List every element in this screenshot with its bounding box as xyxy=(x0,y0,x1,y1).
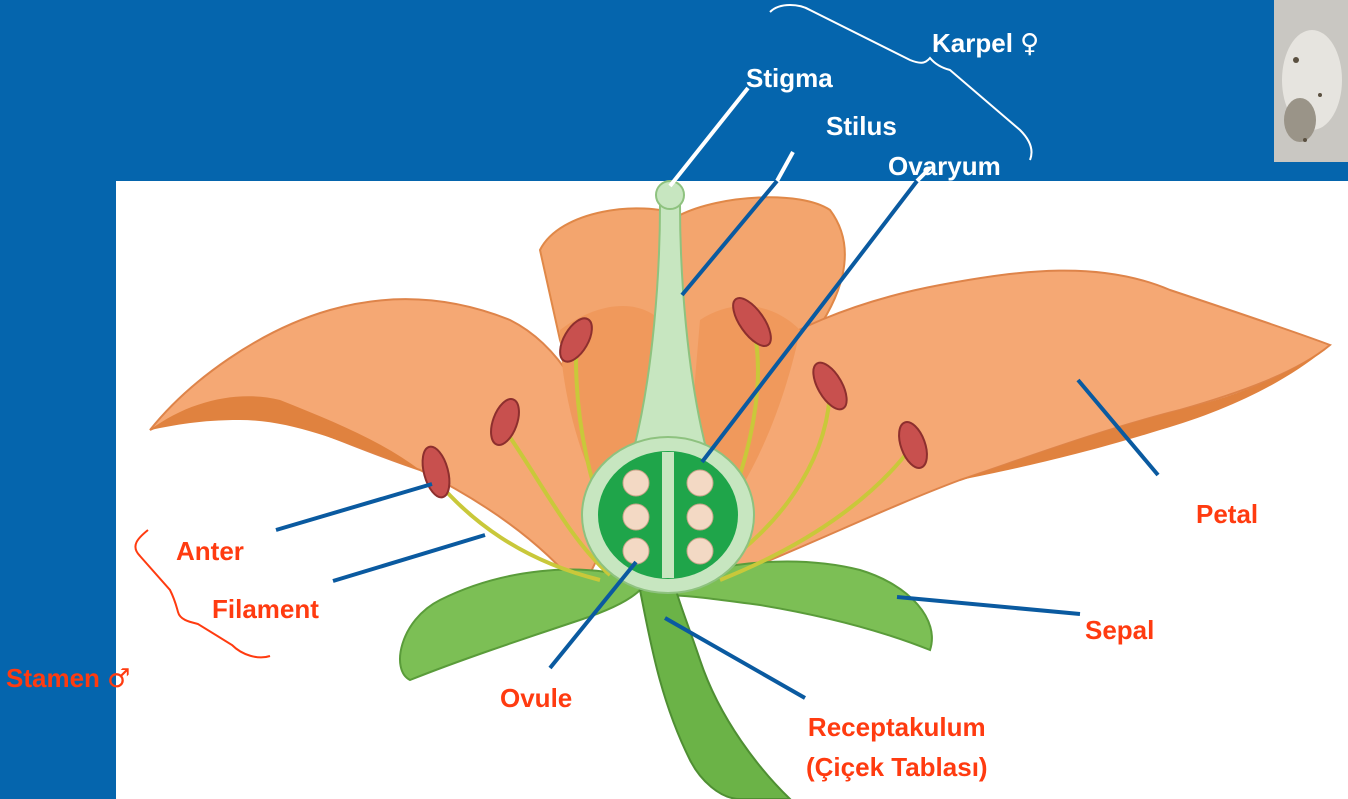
receptakulum-line2: (Çiçek Tablası) xyxy=(806,752,988,782)
ovary-septum xyxy=(662,452,674,578)
receptakulum-label: Receptakulum (Çiçek Tablası) xyxy=(806,712,988,782)
photo-thumbnail xyxy=(1274,0,1348,162)
stamen-text: Stamen xyxy=(6,663,100,693)
karpel-text: Karpel xyxy=(932,28,1013,58)
stilus-label: Stilus xyxy=(826,111,897,141)
stigma-label: Stigma xyxy=(746,63,833,93)
filament-label: Filament xyxy=(212,594,319,624)
ovaryum-label: Ovaryum xyxy=(888,151,1001,181)
stamen-label: Stamen ♂ xyxy=(6,663,130,694)
karpel-label: Karpel ♀ xyxy=(932,28,1039,59)
male-symbol-icon: ♂ xyxy=(107,664,130,694)
sepal-label: Sepal xyxy=(1085,615,1154,645)
receptakulum-line1: Receptakulum xyxy=(806,712,988,742)
anter-label: Anter xyxy=(176,536,244,566)
petal-label: Petal xyxy=(1196,499,1258,529)
female-symbol-icon: ♀ xyxy=(1020,29,1039,59)
ovule-label: Ovule xyxy=(500,683,572,713)
